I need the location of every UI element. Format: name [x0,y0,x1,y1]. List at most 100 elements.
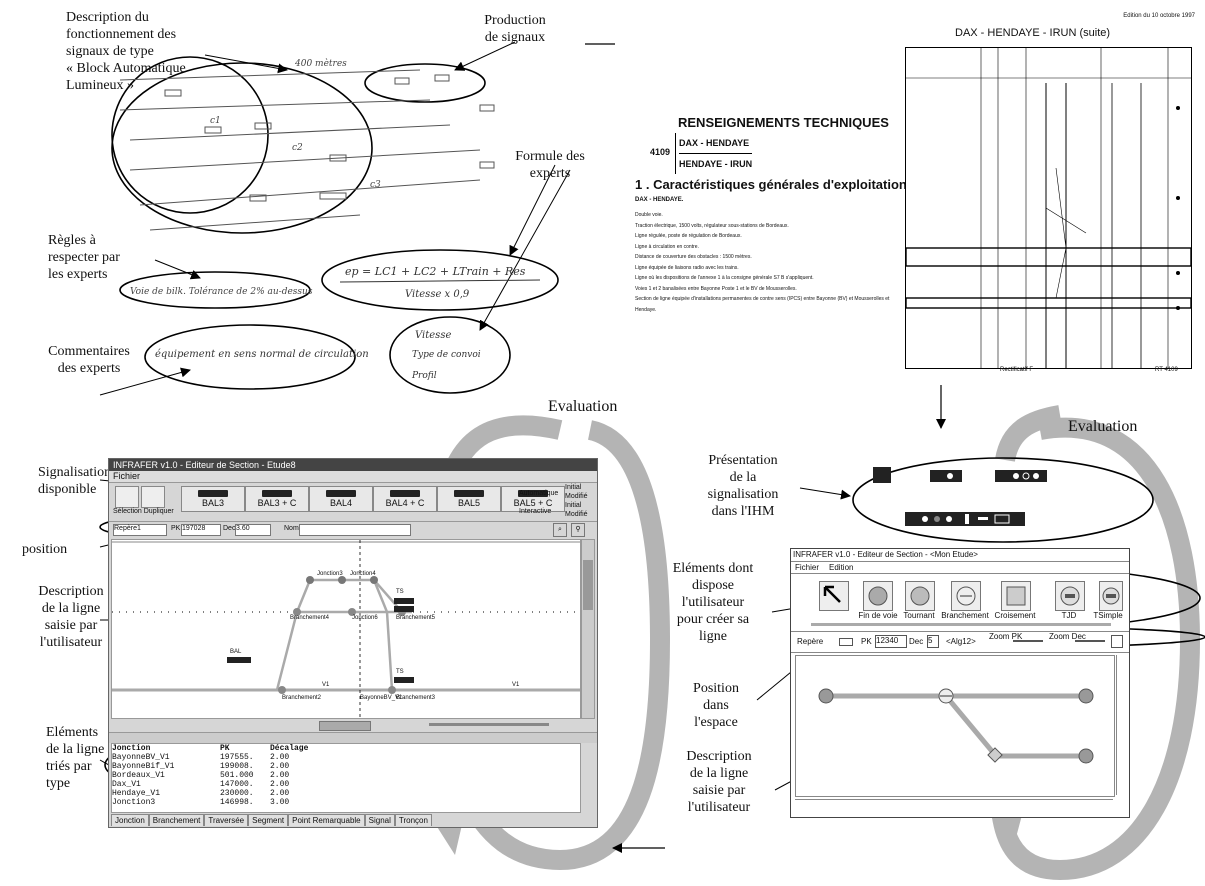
node-jonction6[interactable]: Jonction6 [352,615,378,621]
pk-input-right[interactable]: 12340 [875,635,907,648]
tab-branchement[interactable]: Branchement [149,814,205,826]
repere-box[interactable] [839,638,853,646]
dupliquer-tool-icon[interactable] [141,486,165,508]
node-jonction3[interactable]: Jonction3 [317,571,343,577]
croisement-icon[interactable] [1001,581,1031,611]
handwritten-sheet: 400 mètres c1 c2 c3 Voie de bilk. Toléra… [0,0,600,420]
menu-edition-right[interactable]: Edition [829,563,853,572]
signal-presentation [870,462,1140,542]
menu-fichier-right[interactable]: Fichier [795,563,819,572]
node-ts-b: TS [396,669,404,675]
node-branchement5[interactable]: Branchement5 [396,615,435,621]
select-arrow-icon[interactable] [819,581,849,611]
tsimple-icon[interactable] [1099,581,1123,611]
pk-input[interactable]: 197028 [181,524,221,536]
doc-rt-title: RENSEIGNEMENTS TECHNIQUES [678,115,889,130]
signal-bal4[interactable]: BAL4 [309,486,373,512]
node-branchement2[interactable]: Branchement2 [282,695,321,701]
zoom-dec-slider[interactable] [1075,640,1105,642]
search-icon[interactable]: ⌕ [553,523,567,537]
tournant-icon[interactable] [905,581,935,611]
tjd-icon[interactable] [1055,581,1085,611]
node-bal[interactable]: BAL [230,649,241,655]
tab-bar: JonctionBranchementTraverséeSegmentPoint… [111,814,432,826]
binoculars-icon[interactable]: ⚲ [571,523,585,537]
label-presentation: Présentationde lasignalisationdans l'IHM [688,452,798,520]
tab-segment[interactable]: Segment [248,814,288,826]
doc-title: DAX - HENDAYE - IRUN (suite) [955,27,1110,39]
selection-label: Sélection [113,508,142,515]
vertical-scrollbar[interactable] [581,539,595,719]
table-toolbar [109,732,597,743]
doc-section: 1 . Caractéristiques générales d'exploit… [635,177,907,192]
pk-label-right: PK [861,637,872,646]
opt-initial-2[interactable]: Initial [565,501,581,510]
svg-text:équipement en sens normal de c: équipement en sens normal de circulation [155,349,369,360]
signal-icon [390,490,420,497]
horizontal-scrollbar-right[interactable] [795,799,1113,806]
line-canvas[interactable]: Jonction3 Jonction4 Jonction6 Branchemen… [111,539,581,719]
nom-input[interactable] [299,524,411,536]
repere-select[interactable]: Repère1 [113,524,167,536]
zoom-slider[interactable] [429,723,549,726]
cap-tsimple: TSimple [1081,611,1130,620]
line-canvas-right[interactable] [795,655,1115,797]
label-position: position [22,541,102,558]
tab-troncon[interactable]: Tronçon [395,814,432,826]
cap-croisement: Croisement [988,611,1042,620]
signal-bal3c[interactable]: BAL3 + C [245,486,309,512]
label-description-ligne-right: Descriptionde la lignesaisie parl'utilis… [664,748,774,816]
signal-bal3[interactable]: BAL3 [181,486,245,512]
mode-interactive[interactable]: Interactive [519,507,551,516]
signal-bal4c[interactable]: BAL4 + C [373,486,437,512]
selection-tool-icon[interactable] [115,486,139,508]
tab-signal[interactable]: Signal [365,814,395,826]
opt-modifie[interactable]: Modifié [565,492,588,501]
node-jonction4[interactable]: Jonction4 [350,571,376,577]
dupliquer-label: Dupliquer [144,508,174,515]
options-icon[interactable] [1111,635,1123,648]
nom-label: Nom [284,525,299,532]
node-branchement4[interactable]: Branchement4 [290,615,329,621]
horizontal-scrollbar[interactable] [319,721,371,731]
svg-text:c1: c1 [210,116,221,126]
menu-fichier[interactable]: Fichier [109,471,597,483]
zoom-pk-slider[interactable] [1013,640,1043,642]
tool-group: Sélection Dupliquer [113,486,165,516]
node-ts-a: TS [396,589,404,595]
tab-jonction[interactable]: Jonction [111,814,149,826]
branchement-icon[interactable] [951,581,981,611]
opt-modifie-2[interactable]: Modifié [565,510,588,519]
vertical-scrollbar-right[interactable] [1116,655,1125,795]
doc-lines: Double voie.Traction électrique, 1500 vo… [635,210,895,315]
window-title-right: INFRAFER v1.0 - Editeur de Section - <Mo… [793,550,978,559]
label-description-ligne-left: Descriptionde la lignesaisie parl'utilis… [26,583,116,651]
opt-initial[interactable]: Initial [565,483,581,492]
mode-automatique[interactable]: Automatique [519,489,558,498]
node-branchement3[interactable]: Branchement3 [396,695,435,701]
fin-de-voie-icon[interactable] [863,581,893,611]
doc-sub: DAX - HENDAYE. [635,197,683,203]
dec-input-right[interactable]: 5 [927,635,939,648]
signal-bal5[interactable]: BAL5 [437,486,501,512]
svg-text:Vitesse: Vitesse [415,330,451,341]
doc-edition: Edition du 10 octobre 1997 [1123,13,1195,19]
repere-label-right[interactable]: Repère [797,637,823,646]
position-bar-right: Repère PK 12340 Dec 5 <Alg12> Zoom PK Zo… [791,631,1129,653]
signal-icon [198,490,228,497]
svg-text:Profil: Profil [411,371,437,381]
tab-point-remarquable[interactable]: Point Remarquable [288,814,364,826]
tab-traversee[interactable]: Traversée [204,814,248,826]
infrafer-window-right: INFRAFER v1.0 - Editeur de Section - <Mo… [790,548,1130,818]
toolbar-scrollbar[interactable] [811,623,1111,626]
dec-input[interactable]: 3.60 [235,524,271,536]
